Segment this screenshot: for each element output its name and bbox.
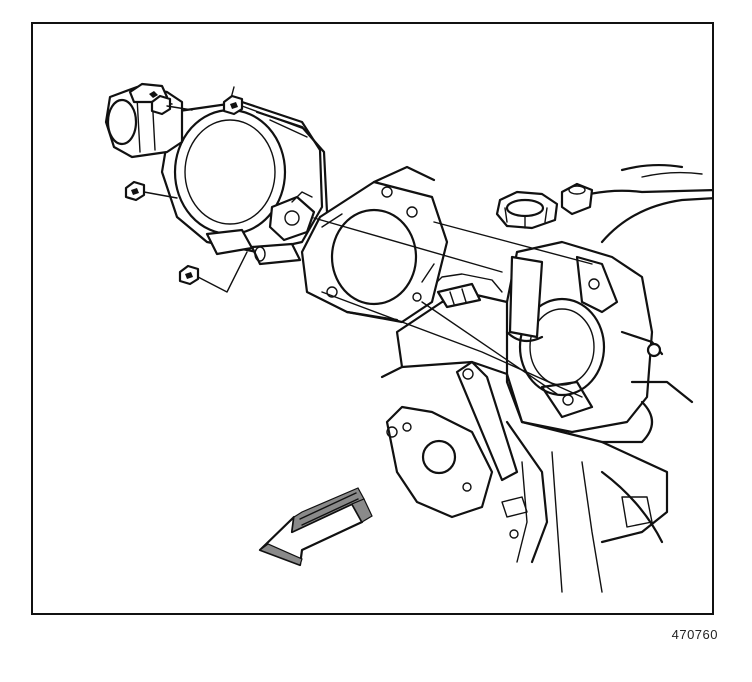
- throttle-body-installation-illustration: [104, 82, 712, 593]
- nut-middle-left: [124, 180, 146, 202]
- nut-top-left: [150, 94, 172, 116]
- oil-filler-cap: [495, 182, 594, 343]
- throttle-body-gasket: [300, 165, 449, 324]
- nut-top-center: [222, 94, 244, 116]
- diagram-frame: [31, 22, 714, 615]
- throttle-body: [104, 82, 329, 266]
- engine-block-front: [380, 273, 669, 593]
- alignment-lines: [143, 105, 593, 398]
- front-direction-arrow: [258, 487, 373, 567]
- figure-id-label: 470760: [671, 627, 718, 642]
- nut-lower-left: [178, 264, 200, 286]
